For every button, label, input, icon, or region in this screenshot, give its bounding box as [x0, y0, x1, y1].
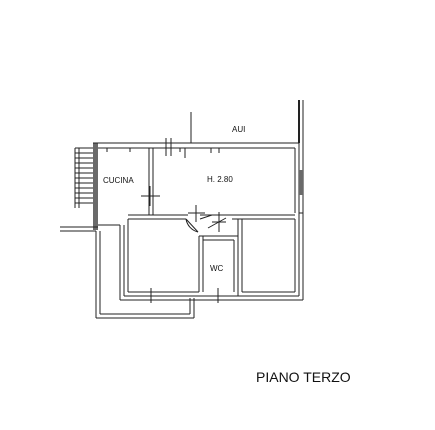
stair-treads: [74, 147, 93, 208]
balcony: [60, 226, 195, 319]
outer-walls: [93, 142, 303, 230]
door-swings: [106, 138, 285, 303]
aui-area: [190, 100, 304, 300]
floor-title: PIANO TERZO: [256, 369, 351, 385]
height-label: H. 2.80: [207, 175, 233, 184]
kitchen-walls: [98, 148, 154, 300]
wc-label: WC: [210, 264, 224, 273]
aui-label: AUI: [232, 125, 245, 134]
cucina-label: CUCINA: [103, 176, 134, 185]
